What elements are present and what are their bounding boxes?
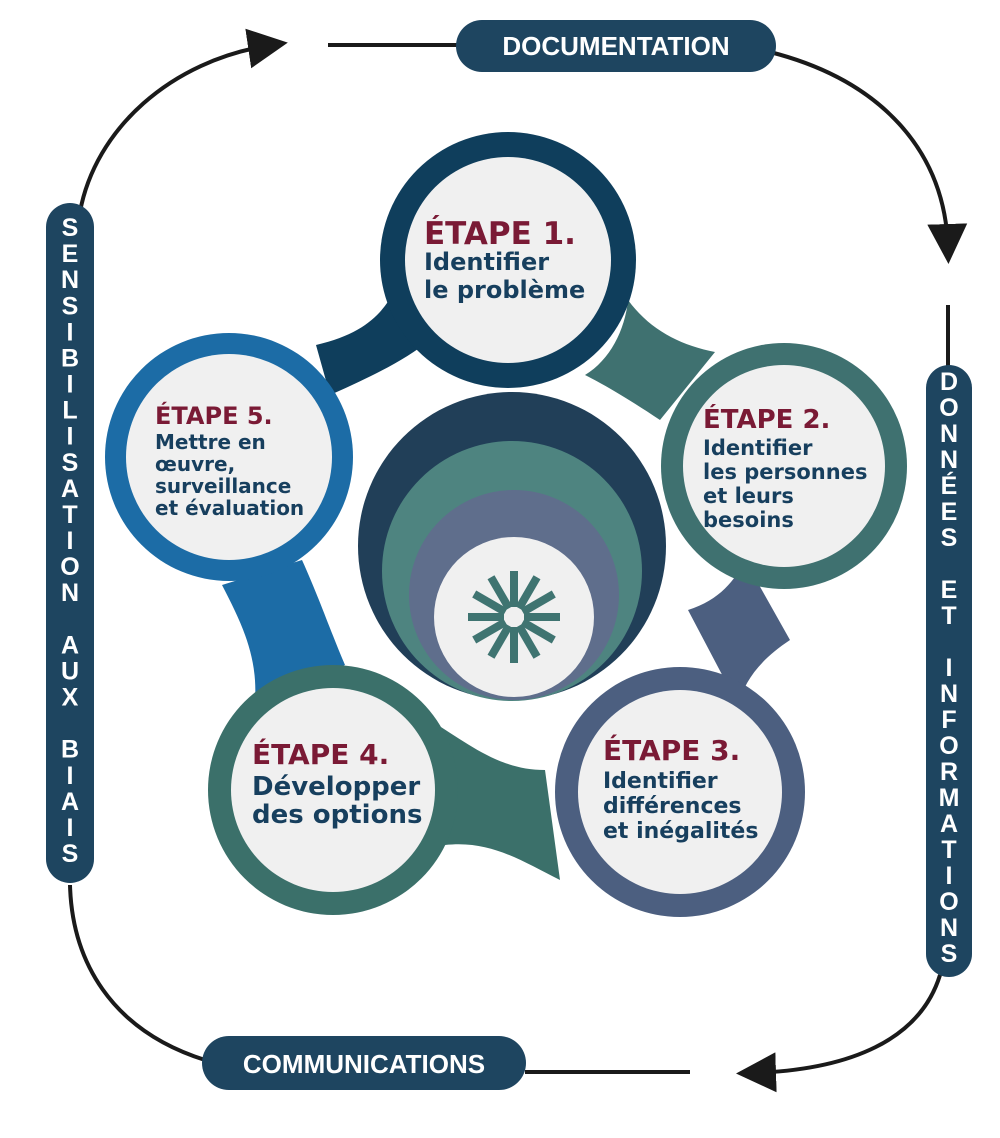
communications-pill: COMMUNICATIONS	[202, 1036, 526, 1090]
step-3-line-2: différences	[603, 794, 742, 819]
arrow-bottom-right	[736, 974, 942, 1093]
step-3-line-3: et inégalités	[603, 819, 758, 844]
arrow-top-left	[78, 28, 288, 213]
step-2-title: ÉTAPE 2.	[703, 403, 830, 435]
step-5: ÉTAPE 5. Mettre en œuvre, surveillance e…	[105, 333, 353, 581]
step-5-line-4: et évaluation	[155, 496, 304, 520]
connector-2-3	[688, 560, 790, 705]
asterisk-starburst-icon	[468, 571, 560, 663]
communications-label: COMMUNICATIONS	[243, 1049, 485, 1079]
step-2-line-1: Identifier	[703, 436, 813, 460]
connector-4-5	[222, 560, 345, 700]
step-1: ÉTAPE 1. Identifier le problème	[380, 132, 636, 388]
step-3-line-1: Identifier	[603, 769, 718, 794]
center-target	[358, 392, 666, 701]
step-4-line-1: Développer	[252, 772, 420, 802]
step-1-line-2: le problème	[424, 276, 585, 304]
connector-1-2	[585, 300, 715, 420]
step-4-title: ÉTAPE 4.	[252, 737, 389, 771]
step-1-line-1: Identifier	[424, 248, 549, 276]
step-5-line-2: œuvre,	[155, 452, 235, 476]
documentation-pill: DOCUMENTATION	[456, 20, 776, 72]
step-2-line-2: les personnes	[703, 460, 867, 484]
step-5-line-3: surveillance	[155, 474, 291, 498]
step-3-title: ÉTAPE 3.	[603, 733, 740, 767]
step-2-line-3: et leurs	[703, 484, 794, 508]
step-5-title: ÉTAPE 5.	[155, 401, 273, 430]
step-2-line-4: besoins	[703, 508, 794, 532]
connector-3-4	[430, 720, 560, 880]
step-1-title: ÉTAPE 1.	[424, 216, 576, 252]
arrow-top-right	[769, 50, 968, 264]
arrow-bottom-left	[68, 884, 206, 1062]
step-4-line-2: des options	[252, 800, 422, 830]
documentation-label: DOCUMENTATION	[502, 31, 729, 61]
step-4: ÉTAPE 4. Développer des options	[208, 665, 458, 915]
step-5-line-1: Mettre en	[155, 430, 266, 454]
outer-cycle-arrows	[68, 28, 968, 1093]
step-2: ÉTAPE 2. Identifier les personnes et leu…	[661, 343, 907, 589]
step-3: ÉTAPE 3. Identifier différences et inéga…	[555, 667, 805, 917]
